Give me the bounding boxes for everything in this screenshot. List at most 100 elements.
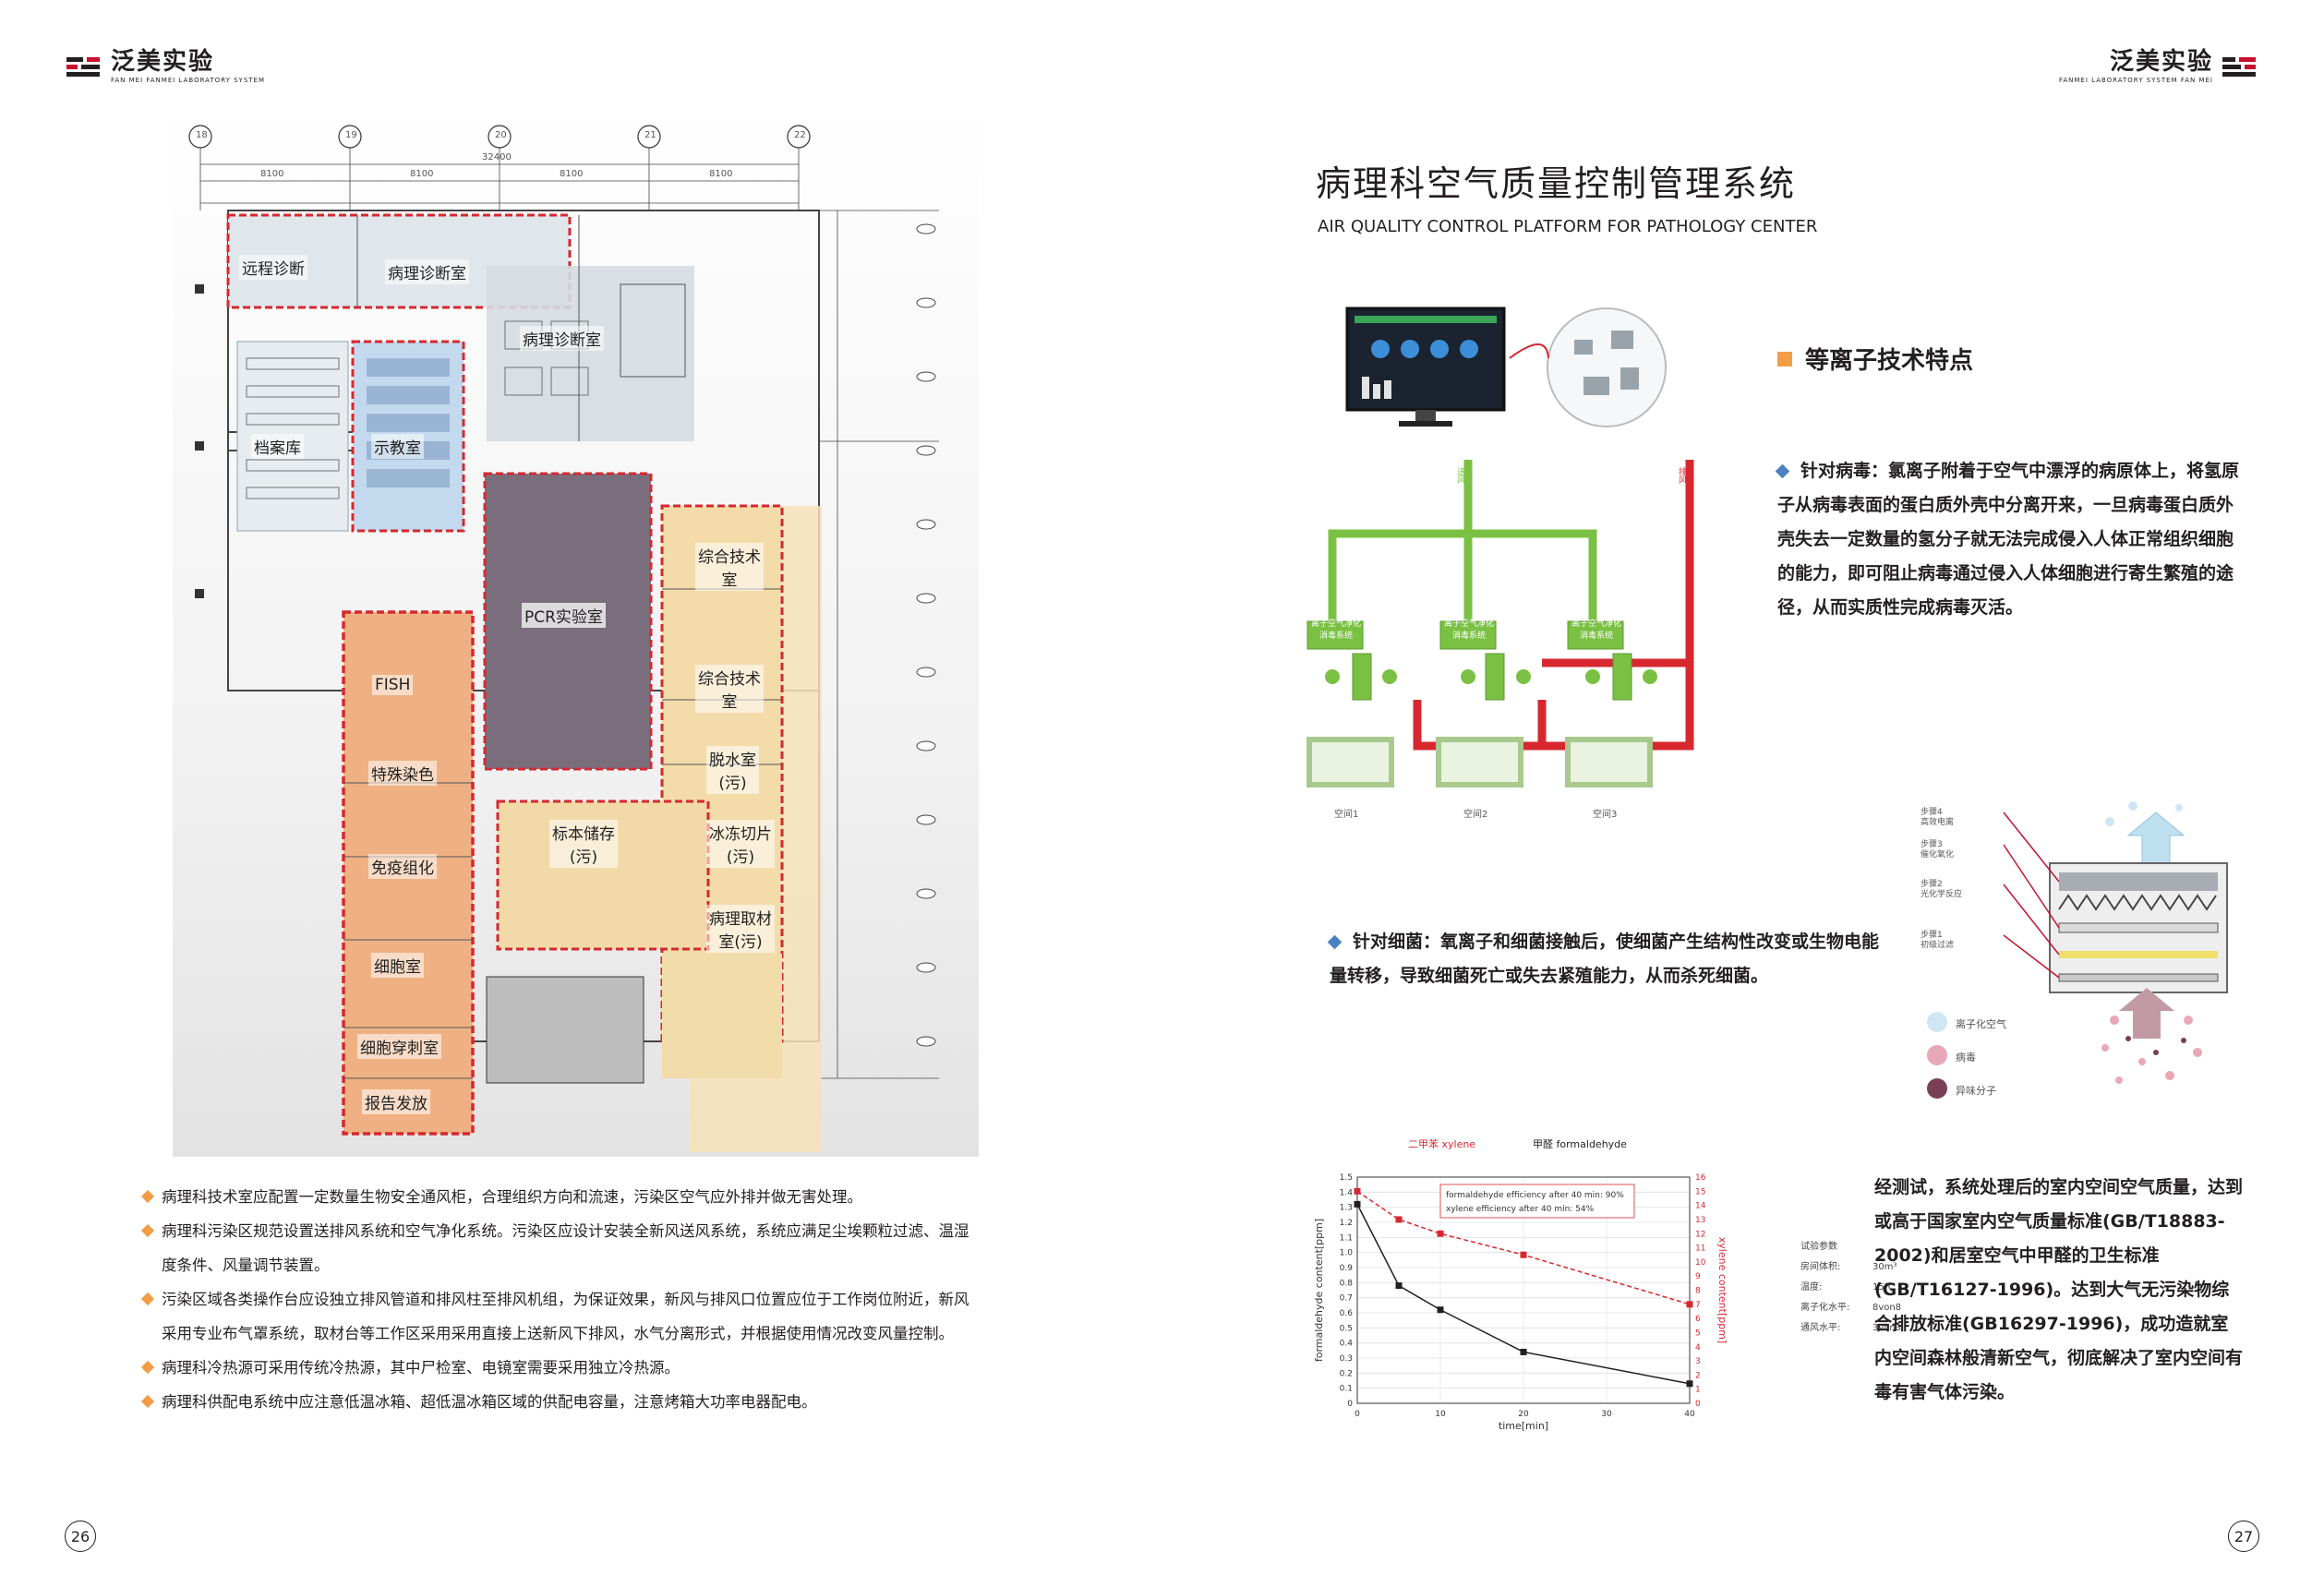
space-label: 空间1 [1334,810,1359,820]
room-report-issue: 报告发放 [362,1089,430,1114]
room-dehydration: 脱水室 (污) [706,746,759,794]
room-pathology-diagnosis-1: 病理诊断室 [385,259,469,284]
list-item: 病理科供配电系统中应注意低温冰箱、超低温冰箱区域的供配电容量，注意烤箱大功率电器… [140,1385,974,1419]
page-title: 病理科空气质量控制管理系统 [1316,163,1797,204]
x-tick-label: 10 [1435,1410,1446,1419]
formaldehyde-point [1354,1200,1361,1208]
xylene-point [1395,1216,1403,1223]
y-tick-label: 1.3 [1340,1204,1353,1213]
annotation-box [1439,1184,1635,1219]
brand-name: 泛美实验 [2109,48,2213,76]
y-tick-label: 0.4 [1340,1340,1354,1349]
y2-tick-label: 5 [1695,1329,1701,1338]
y2-tick-label: 14 [1695,1202,1706,1211]
room-sampling: 病理取材 室(污) [706,905,775,953]
formaldehyde-point [1520,1348,1527,1355]
span-dimension: 8100 [709,169,733,179]
param-row: 温度:15℃ [1800,1282,1895,1292]
param-row: 离子化水平:8von8 [1800,1303,1902,1313]
y-tick-label: 1.4 [1340,1188,1354,1197]
page-number-right: 27 [2228,1521,2259,1552]
x-tick-label: 20 [1518,1410,1529,1419]
y-tick-label: 0.9 [1340,1264,1354,1273]
room-frozen-section: 冰冻切片 (污) [706,820,775,868]
floor-plan-panel: 远程诊断 病理诊断室 病理诊断室 档案库 示教室 PCR实验室 综合技术 室 综… [173,100,979,1157]
x-axis-label: time[min] [1499,1420,1548,1432]
y2-tick-label: 4 [1695,1343,1701,1353]
legend-odor: 异味分子 [1956,1085,1996,1097]
xylene-point [1686,1301,1693,1308]
y2-tick-label: 15 [1695,1187,1705,1196]
y-tick-label: 1.1 [1340,1233,1353,1243]
formaldehyde-point [1395,1282,1403,1290]
y2-axis-label: xylene content[ppm] [1716,1237,1728,1343]
brand-sub: FAN MEI FANMEI LABORATORY SYSTEM [111,77,266,84]
list-item: 污染区域各类操作台应设独立排风管道和排风柱至排风机组，为保证效果，新风与排风口位… [140,1282,974,1351]
y-tick-label: 0.6 [1340,1309,1354,1318]
y-tick-label: 0 [1347,1400,1353,1409]
list-item: 病理科技术室应配置一定数量生物安全通风柜，合理组织方向和流速，污染区空气应外排并… [140,1180,974,1214]
span-dimension: 8100 [410,169,434,179]
legend-formaldehyde: 甲醛 formaldehyde [1533,1137,1627,1150]
y2-tick-label: 9 [1695,1272,1701,1281]
room-archive: 档案库 [251,434,304,459]
annotation-text: formaldehyde efficiency after 40 min: 90… [1446,1191,1624,1200]
x-tick-label: 0 [1355,1410,1360,1419]
section-title: 等离子技术特点 [1805,347,1974,375]
param-row: 通风水平:3von3 [1800,1323,1902,1333]
y2-tick-label: 8 [1695,1287,1701,1296]
xylene-point [1437,1230,1444,1237]
list-item: 病理科污染区规范设置送排风系统和空气净化系统。污染区应设计安装全新风送风系统，系… [140,1214,974,1282]
room-teaching: 示教室 [371,434,424,459]
page-subtitle: AIR QUALITY CONTROL PLATFORM FOR PATHOLO… [1318,217,1818,236]
formaldehyde-point [1437,1306,1444,1314]
param-row: 房间体积:30m³ [1800,1262,1897,1272]
y-tick-label: 0.7 [1340,1294,1353,1304]
test-params: 试验参数 房间体积:30m³ 温度:15℃ 离子化水平:8von8 通风水平:3… [1800,1237,1901,1339]
test-result-paragraph: 经测试，系统处理后的室内空间空气质量，达到或高于国家室内空气质量标准(GB/T1… [1874,1177,2244,1402]
y2-tick-label: 16 [1695,1173,1706,1183]
square-bullet-icon [1777,351,1792,367]
annotation-text: xylene efficiency after 40 min: 54% [1446,1205,1595,1214]
diamond-bullet-icon [1327,934,1343,950]
logo-mark-icon [66,55,102,79]
unit-label: 离子空气净化消毒系统 [1443,619,1494,641]
diamond-bullet-icon [140,1360,155,1375]
room-fish: FISH [372,675,414,695]
y-tick-label: 0.1 [1340,1385,1353,1394]
room-comprehensive-tech-2: 综合技术 室 [695,665,764,713]
x-tick-label: 40 [1684,1410,1695,1419]
unit-label: 离子空气净化消毒系统 [1571,619,1621,641]
grid-label: 19 [345,130,357,140]
section-header: 等离子技术特点 [1777,342,1973,376]
diamond-bullet-icon [1775,463,1790,479]
brand-name: 泛美实验 [111,48,215,76]
space-label: 空间2 [1463,810,1488,820]
y2-tick-label: 2 [1695,1371,1701,1380]
list-item: 病理科冷热源可采用传统冷热源，其中尸检室、电镜室需要采用独立冷热源。 [140,1351,974,1385]
y2-tick-label: 0 [1695,1400,1701,1409]
exhaust-label: 排风 [1677,467,1686,484]
xylene-point [1520,1251,1527,1258]
room-pcr-lab: PCR实验室 [522,603,606,628]
y2-tick-label: 11 [1695,1244,1705,1254]
legend-xylene: 二甲苯 xylene [1408,1137,1475,1150]
y-tick-label: 1.0 [1340,1249,1354,1258]
supply-label: 送风 [1455,467,1464,484]
brand-logo-right: 泛美实验 FANMEI LABORATORY SYSTEM FAN MEI [2059,50,2258,84]
y2-tick-label: 13 [1695,1216,1705,1225]
diamond-bullet-icon [140,1394,155,1409]
span-dimension: 8100 [260,169,284,179]
y-tick-label: 1.2 [1340,1219,1353,1228]
y2-tick-label: 12 [1695,1230,1705,1239]
bacteria-paragraph: 针对细菌：氧离子和细菌接触后，使细菌产生结构性改变或生物电能量转移，导致细菌死亡… [1327,925,1879,993]
diamond-bullet-icon [140,1292,155,1306]
virus-paragraph: 针对病毒：氯离子附着于空气中漂浮的病原体上，将氢原子从病毒表面的蛋白质外壳中分离… [1775,454,2244,625]
brand-sub: FANMEI LABORATORY SYSTEM FAN MEI [2058,77,2213,84]
system-diagram: 离子空气净化消毒系统 离子空气净化消毒系统 离子空气净化消毒系统 空间1 空间2… [1306,303,1731,829]
plot-frame [1356,1176,1691,1404]
unit-label: 离子空气净化消毒系统 [1310,619,1361,641]
